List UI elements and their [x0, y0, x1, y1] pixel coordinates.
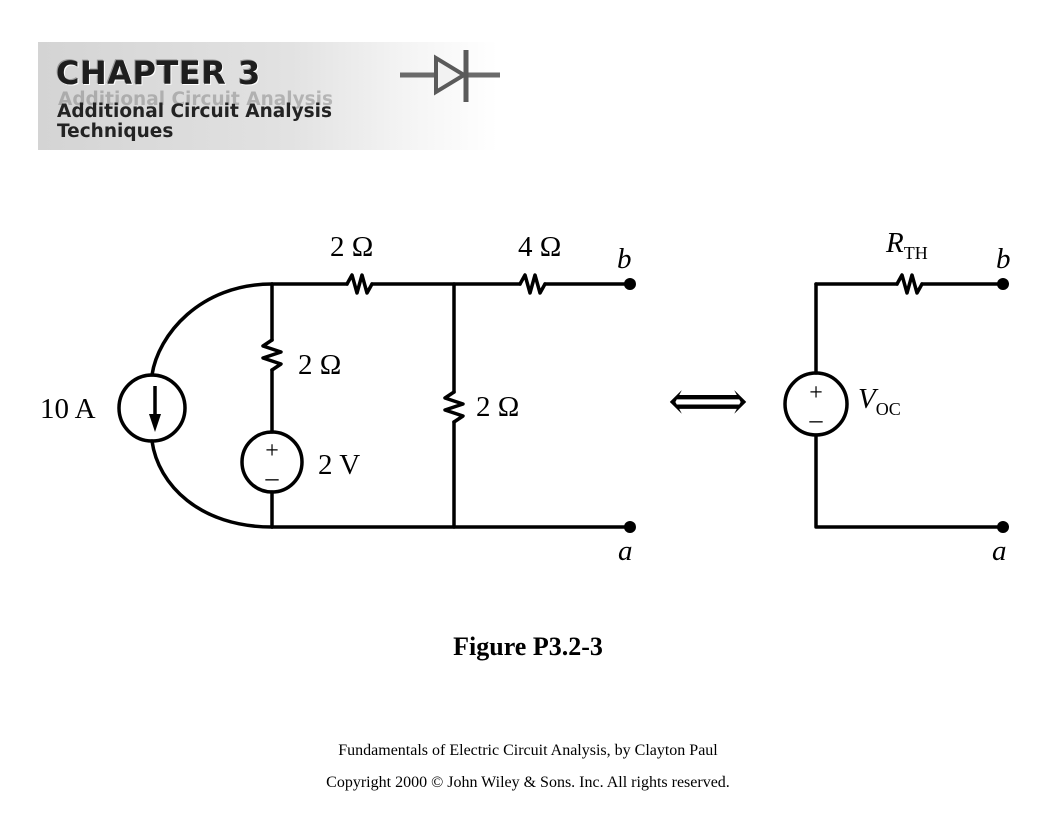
label-terminal-b-right: b [996, 243, 1011, 275]
terminal-a-left [624, 521, 636, 533]
label-terminal-a-left: a [618, 535, 633, 567]
diode-icon [400, 50, 500, 102]
label-voc-symbol: V [858, 383, 879, 415]
label-rth: RTH [885, 227, 928, 263]
label-terminal-a-right: a [992, 535, 1007, 567]
label-branch-2ohm: 2 Ω [298, 349, 341, 381]
label-terminal-b-left: b [617, 243, 632, 275]
label-rth-symbol: R [885, 227, 904, 259]
current-source-10a [117, 373, 187, 443]
voc-wire-bottom [814, 433, 1005, 529]
label-plus-2v: + [265, 438, 279, 464]
resistor-rth [895, 273, 924, 295]
credit-book: Fundamentals of Electric Circuit Analysi… [338, 742, 718, 759]
chapter-banner: Additional Circuit Analysis CHAPTER 3 Ad… [38, 42, 498, 150]
resistor-2ohm-branch [261, 338, 283, 372]
voltage-source-2v [240, 430, 304, 494]
equivalence-icon: ⟺ [668, 371, 748, 433]
resistor-2ohm-series [345, 273, 374, 295]
resistor-2ohm-shunt [443, 390, 465, 424]
chapter-subtitle-line2: Techniques [57, 121, 174, 142]
credit-copyright: Copyright 2000 © John Wiley & Sons. Inc.… [326, 774, 730, 791]
label-minus-voc: – [809, 405, 824, 434]
label-voc: VOC [858, 383, 901, 419]
label-minus-2v: – [265, 463, 280, 492]
banner-shadow-text: Additional Circuit Analysis [58, 89, 334, 110]
arc-bottom [150, 439, 274, 529]
chapter-title: CHAPTER 3 [56, 54, 261, 92]
label-series-4ohm: 4 Ω [518, 231, 561, 263]
figure-caption: Figure P3.2-3 [453, 632, 603, 661]
terminal-b-right [997, 278, 1009, 290]
label-rth-subscript: TH [904, 243, 928, 263]
label-voc-subscript: OC [876, 399, 901, 419]
label-2v: 2 V [318, 449, 360, 481]
label-plus-voc: + [809, 380, 823, 406]
chapter-subtitle: Additional Circuit Analysis Techniques [57, 102, 332, 142]
label-10a: 10 A [40, 393, 96, 425]
resistor-4ohm-series [518, 273, 547, 295]
label-series-2ohm: 2 Ω [330, 231, 373, 263]
current-arrow-head [149, 414, 161, 432]
chapter-subtitle-line1: Additional Circuit Analysis [57, 101, 333, 122]
label-shunt-2ohm: 2 Ω [476, 391, 519, 423]
arc-top [150, 282, 274, 377]
terminal-a-right [997, 521, 1009, 533]
terminal-b-left [624, 278, 636, 290]
